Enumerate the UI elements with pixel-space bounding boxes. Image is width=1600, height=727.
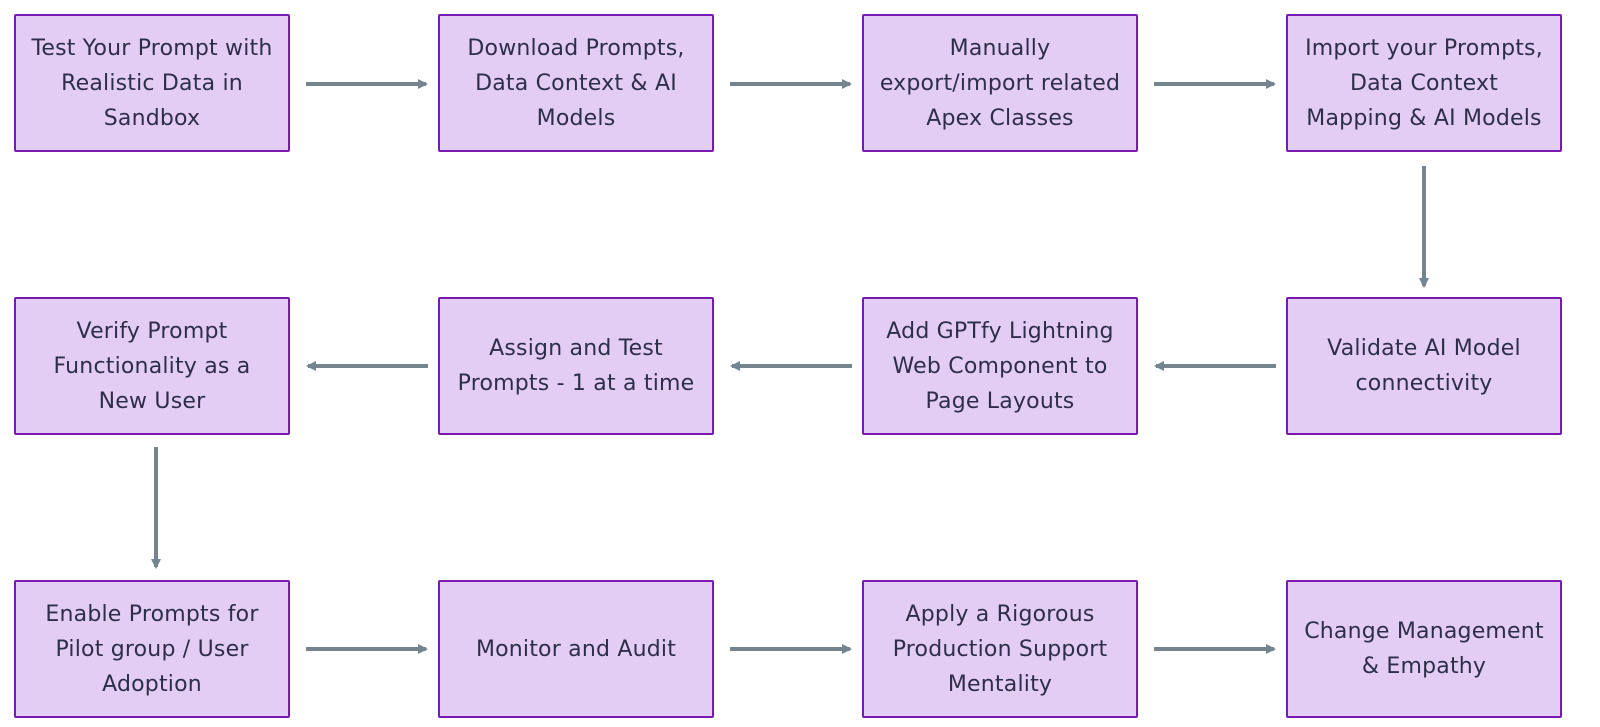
step-import-prompts: Import your Prompts, Data Context Mappin… <box>1286 14 1562 152</box>
step-validate-ai-model: Validate AI Model connectivity <box>1286 297 1562 435</box>
step-label: Import your Prompts, Data Context Mappin… <box>1305 35 1543 131</box>
step-label: Monitor and Audit <box>475 636 677 662</box>
step-label: Validate AI Model connectivity <box>1327 336 1521 396</box>
step-add-gptfy-component: Add GPTfy Lightning Web Component to Pag… <box>862 297 1138 435</box>
step-assign-and-test-prompts: Assign and Test Prompts - 1 at a time <box>438 297 714 435</box>
step-label: Assign and Test Prompts - 1 at a time <box>457 336 695 396</box>
step-change-management: Change Management & Empathy <box>1286 580 1562 718</box>
step-label: Download Prompts, Data Context & AI Mode… <box>467 35 685 131</box>
step-label: Enable Prompts for Pilot group / User Ad… <box>45 601 259 697</box>
step-test-prompt-in-sandbox: Test Your Prompt with Realistic Data in … <box>14 14 290 152</box>
step-download-prompts: Download Prompts, Data Context & AI Mode… <box>438 14 714 152</box>
step-label: Manually export/import related Apex Clas… <box>879 35 1121 131</box>
step-label: Test Your Prompt with Realistic Data in … <box>31 35 273 131</box>
step-monitor-and-audit: Monitor and Audit <box>438 580 714 718</box>
step-export-import-apex-classes: Manually export/import related Apex Clas… <box>862 14 1138 152</box>
step-enable-prompts-pilot: Enable Prompts for Pilot group / User Ad… <box>14 580 290 718</box>
step-label: Add GPTfy Lightning Web Component to Pag… <box>886 318 1114 414</box>
step-label: Apply a Rigorous Production Support Ment… <box>892 601 1108 697</box>
step-production-support: Apply a Rigorous Production Support Ment… <box>862 580 1138 718</box>
step-label: Change Management & Empathy <box>1304 619 1544 679</box>
step-verify-as-new-user: Verify Prompt Functionality as a New Use… <box>14 297 290 435</box>
step-label: Verify Prompt Functionality as a New Use… <box>53 318 251 414</box>
